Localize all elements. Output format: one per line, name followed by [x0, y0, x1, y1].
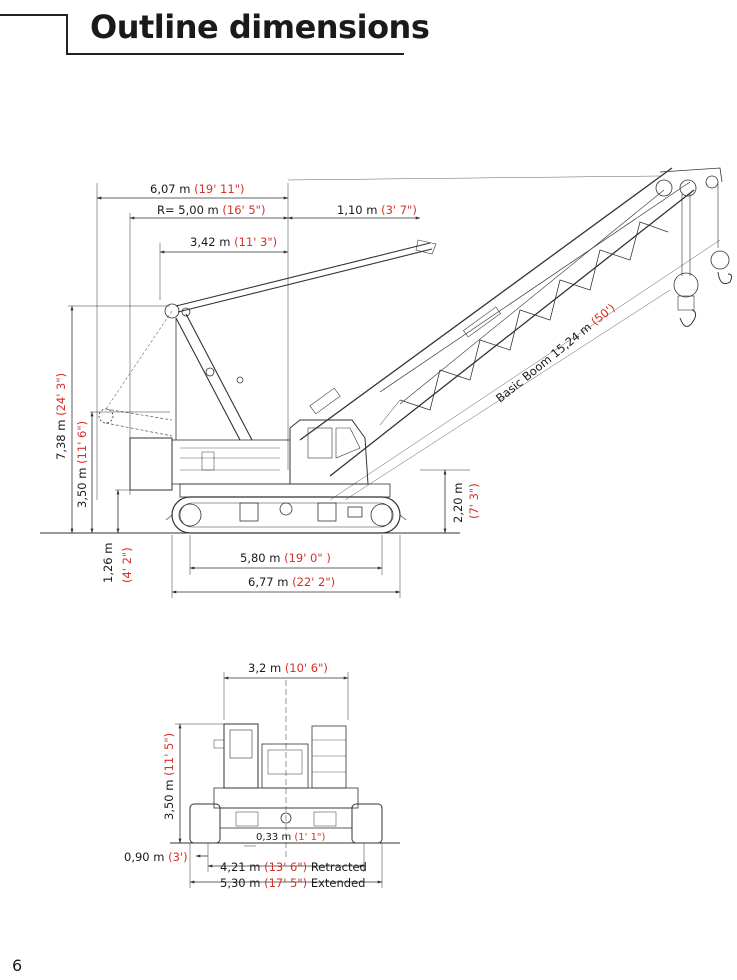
dim-220-imperial: (7' 3") — [467, 483, 481, 519]
dim-350-side: 3,50 m (11' 6") — [75, 421, 89, 508]
dim-530-extended: 5,30 m (17' 5") Extended — [220, 876, 365, 890]
dim-220: 2,20 m — [451, 483, 465, 523]
dim-radius-500: R= 5,00 m (16' 5") — [157, 203, 265, 217]
front-view — [170, 672, 400, 888]
dim-033: 0,33 m (1' 1") — [256, 832, 326, 843]
dim-32: 3,2 m (10' 6") — [248, 661, 328, 675]
basic-boom-label: Basic Boom 15,24 m (50') — [493, 301, 618, 406]
dim-342: 3,42 m (11' 3") — [190, 235, 277, 249]
header-rule-top — [0, 14, 68, 16]
dim-738: 7,38 m (24' 3") — [54, 373, 68, 460]
page-title: Outline dimensions — [90, 8, 430, 46]
page-number: 6 — [12, 956, 23, 975]
dim-580: 5,80 m (19' 0" ) — [240, 551, 331, 565]
dim-350-front: 3,50 m (11' 5") — [162, 733, 176, 820]
dim-607: 6,07 m (19' 11") — [150, 182, 244, 196]
header-rule-bottom — [66, 53, 404, 55]
dim-090: 0,90 m (3') — [124, 850, 188, 864]
dim-126: 1,26 m — [101, 543, 115, 583]
dim-126-imperial: (4' 2") — [120, 547, 134, 583]
side-view — [40, 167, 733, 598]
dim-677: 6,77 m (22' 2") — [248, 575, 335, 589]
dim-421-retracted: 4,21 m (13' 6") Retracted — [220, 860, 367, 874]
dim-110: 1,10 m (3' 7") — [337, 203, 417, 217]
header-rule-vertical — [66, 14, 68, 54]
